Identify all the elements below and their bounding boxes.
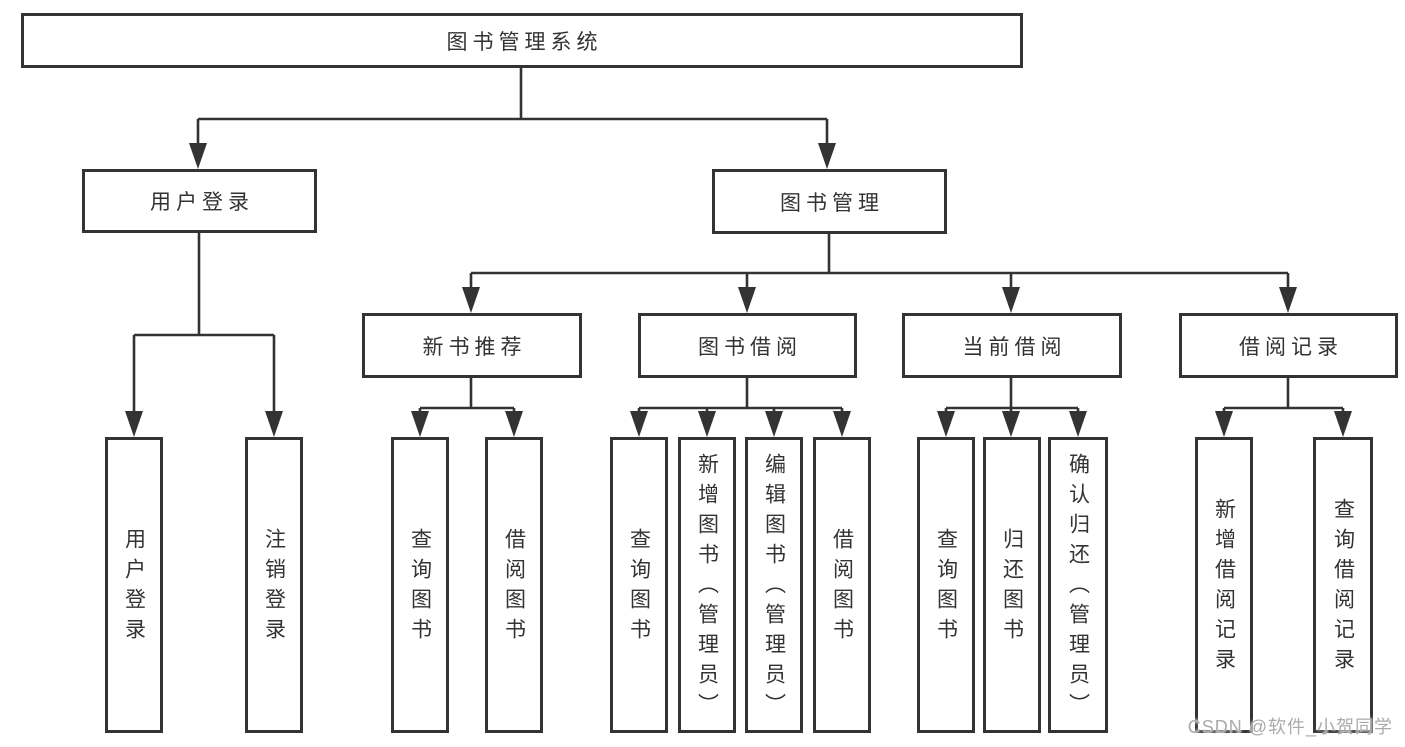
arrowhead (833, 411, 851, 437)
leaf-query-books-recommend: 查询图书 (391, 437, 449, 733)
arrowheads (125, 143, 1352, 437)
leaf-borrow-books-borrowing: 借阅图书 (813, 437, 871, 733)
arrowhead (1002, 287, 1020, 313)
node-borrowing-records: 借阅记录 (1179, 313, 1398, 378)
arrowhead (1215, 411, 1233, 437)
connector-borrowing-records (1222, 378, 1345, 418)
arrowhead (1002, 411, 1020, 437)
leaf-confirm-return-admin: 确认归还（管理员） (1048, 437, 1108, 733)
arrowhead (630, 411, 648, 437)
connector-book-borrowing (637, 378, 844, 418)
leaf-logout: 注销登录 (245, 437, 303, 733)
arrowhead (189, 143, 207, 169)
leaf-add-book-admin: 新增图书（管理员） (678, 437, 736, 733)
node-current-borrowing: 当前借阅 (902, 313, 1122, 378)
node-library-management-system: 图书管理系统 (21, 13, 1023, 68)
arrowhead (1334, 411, 1352, 437)
leaf-query-borrow-record: 查询借阅记录 (1313, 437, 1373, 733)
connector-new-book-recommend (418, 378, 516, 418)
arrowhead (411, 411, 429, 437)
leaf-edit-book-admin: 编辑图书（管理员） (745, 437, 803, 733)
connector-root (196, 68, 829, 148)
connector-user-login (132, 233, 276, 418)
csdn-watermark: CSDN @软件_小贺同学 (1187, 717, 1393, 737)
arrowhead (125, 411, 143, 437)
connector-book-management (469, 234, 1290, 293)
arrowhead (698, 411, 716, 437)
arrowhead (738, 287, 756, 313)
leaf-user-login: 用户登录 (105, 437, 163, 733)
leaf-add-borrow-record: 新增借阅记录 (1195, 437, 1253, 733)
arrowhead (1279, 287, 1297, 313)
arrowhead (937, 411, 955, 437)
arrowhead (265, 411, 283, 437)
arrowhead (765, 411, 783, 437)
node-book-management: 图书管理 (712, 169, 947, 234)
node-user-login: 用户登录 (82, 169, 317, 233)
arrowhead (505, 411, 523, 437)
leaf-return-book: 归还图书 (983, 437, 1041, 733)
arrowhead (818, 143, 836, 169)
leaf-query-books-borrowing: 查询图书 (610, 437, 668, 733)
node-book-borrowing: 图书借阅 (638, 313, 857, 378)
arrowhead (1069, 411, 1087, 437)
node-new-book-recommend: 新书推荐 (362, 313, 582, 378)
leaf-query-books-current: 查询图书 (917, 437, 975, 733)
leaf-borrow-books-recommend: 借阅图书 (485, 437, 543, 733)
arrowhead (462, 287, 480, 313)
